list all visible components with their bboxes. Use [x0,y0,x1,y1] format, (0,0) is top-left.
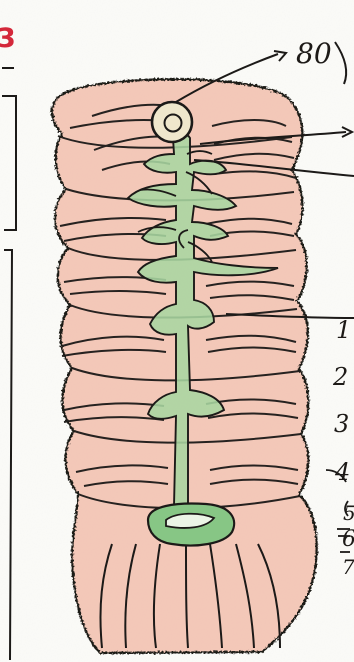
top-right-label: 80 [296,37,332,70]
side-number-1: 1 [336,316,351,344]
side-number-5: 5 [343,501,354,525]
anterior-ring [152,102,192,142]
side-number-7: 7 [342,555,354,579]
side-number-3: 3 [334,410,349,438]
side-number-2: 2 [332,363,348,391]
top-left-red-mark: 3 [0,23,16,54]
posterior-green-oval [148,504,234,546]
side-number-6: 6 [342,527,354,552]
